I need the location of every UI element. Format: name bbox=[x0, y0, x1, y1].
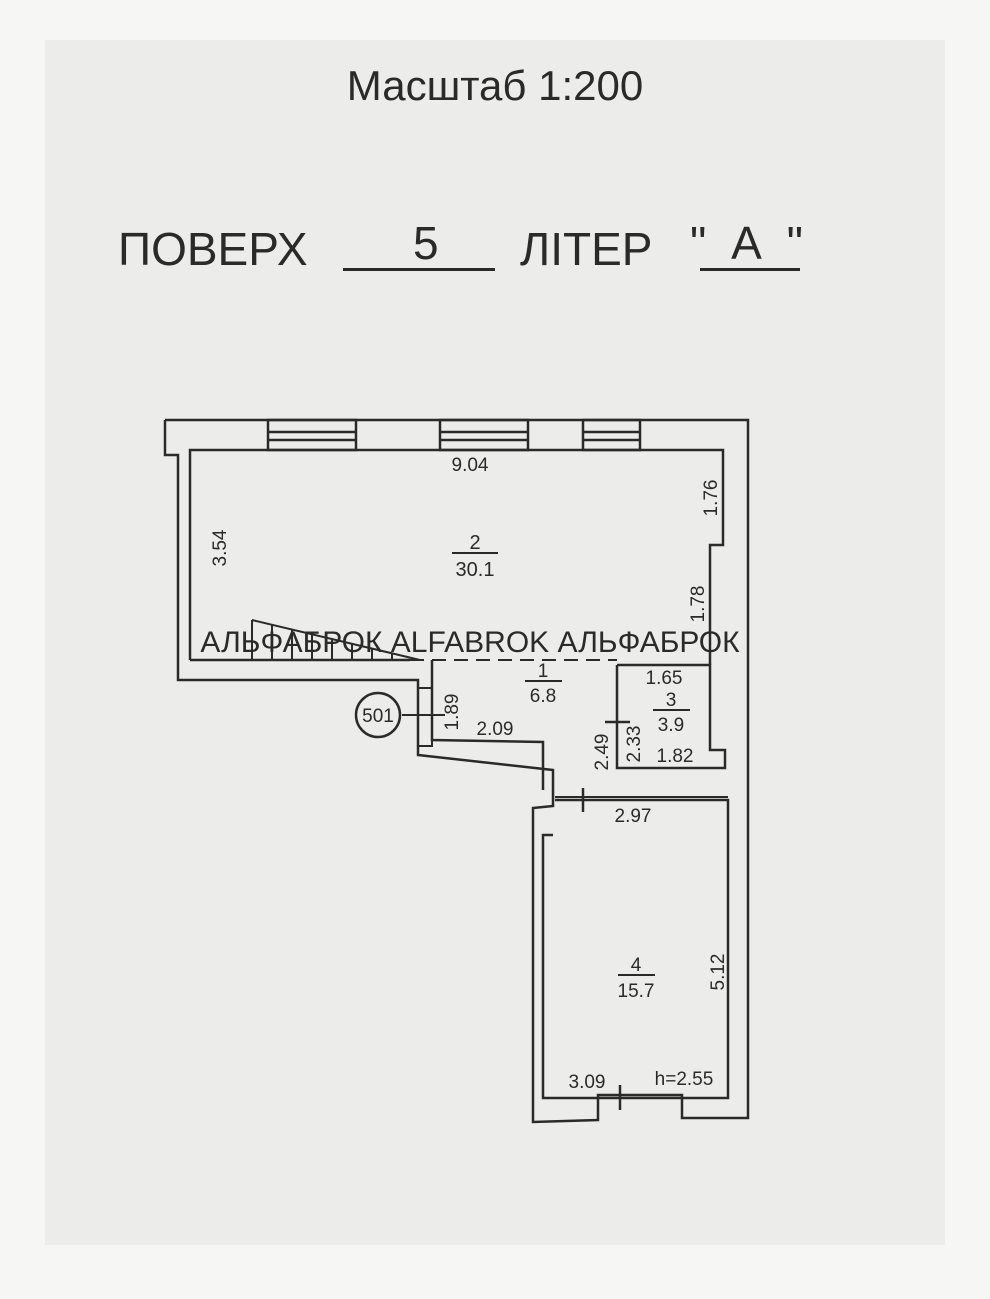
room-2-wall bbox=[188, 448, 725, 665]
room-4-area: 15.7 bbox=[618, 981, 655, 1002]
dim-room1-left: 1.89 bbox=[442, 694, 463, 731]
entrance-marker bbox=[354, 691, 402, 739]
dim-room4-bottom: 3.09 bbox=[569, 1072, 606, 1093]
entrance-door bbox=[402, 687, 445, 747]
entrance-number: 501 bbox=[362, 706, 394, 727]
liter-label: ЛІТЕР bbox=[520, 223, 653, 275]
paper-sheet bbox=[45, 40, 945, 1245]
dim-room2-right-lower: 1.78 bbox=[688, 586, 709, 623]
room-2-area: 30.1 bbox=[456, 559, 495, 581]
liter-underline bbox=[700, 268, 800, 271]
dim-room1-bottom: 2.09 bbox=[477, 719, 514, 740]
scale-title: Масштаб 1:200 bbox=[346, 62, 644, 109]
room-4-number: 4 bbox=[631, 955, 642, 976]
watermark: АЛЬФАБРОК ALFABROK АЛЬФАБРОК bbox=[200, 626, 740, 659]
room-3-number: 3 bbox=[666, 690, 677, 711]
window-3 bbox=[581, 418, 642, 452]
ceiling-height: h=2.55 bbox=[655, 1069, 714, 1090]
floor-underline bbox=[343, 268, 495, 271]
room-1-number: 1 bbox=[538, 661, 549, 682]
window-1 bbox=[266, 418, 358, 452]
dim-room2-left: 3.54 bbox=[210, 529, 231, 566]
room-3-area: 3.9 bbox=[658, 715, 684, 736]
room-1-area: 6.8 bbox=[530, 686, 556, 707]
dim-room2-top: 9.04 bbox=[452, 455, 489, 476]
dim-room2-right-upper: 1.76 bbox=[701, 480, 722, 517]
staircase bbox=[251, 619, 421, 661]
room-4-wall bbox=[541, 798, 730, 1100]
floor-value: 5 bbox=[413, 217, 439, 269]
room-2-number: 2 bbox=[469, 532, 480, 554]
dim-room3-bottom: 1.82 bbox=[657, 746, 694, 767]
dim-room4-top: 2.97 bbox=[615, 806, 652, 827]
dim-room1-right: 2.49 bbox=[592, 734, 613, 771]
outer-wall-main bbox=[163, 418, 750, 1124]
dim-room4-right: 5.12 bbox=[708, 954, 729, 991]
dim-room3-left: 2.33 bbox=[624, 726, 645, 763]
liter-value: " А " bbox=[690, 217, 809, 269]
fraction-lines bbox=[452, 552, 690, 976]
window-2 bbox=[438, 418, 530, 452]
room-3-wall bbox=[615, 663, 727, 770]
dim-room1-top: 1.65 bbox=[646, 668, 683, 689]
floor-label: ПОВЕРХ bbox=[118, 223, 308, 275]
